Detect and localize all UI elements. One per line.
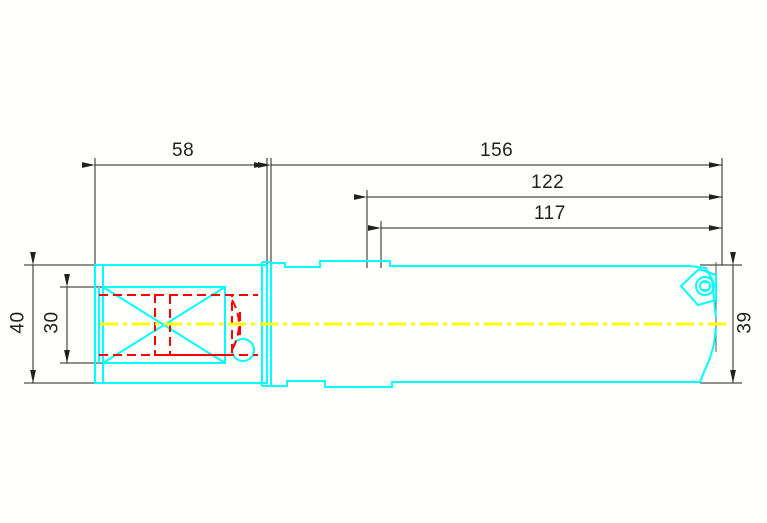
dim-label-122: 122 xyxy=(531,172,565,193)
shank-top-profile xyxy=(271,260,690,268)
hidden-plug-nose xyxy=(231,299,240,351)
horizontal-dimension-lines xyxy=(82,162,722,231)
extension-lines xyxy=(24,158,742,384)
dim-label-58: 58 xyxy=(172,140,195,161)
head-block-outer xyxy=(94,264,268,384)
triangular-insert xyxy=(679,267,717,307)
dim-label-39: 39 xyxy=(734,311,756,334)
insert-screw-outer xyxy=(695,276,715,296)
dim-label-156: 156 xyxy=(480,140,514,161)
dim-label-117: 117 xyxy=(534,203,566,224)
shank-bottom-profile xyxy=(271,380,688,388)
dim-label-40: 40 xyxy=(7,311,29,334)
tip-taper-bottom xyxy=(688,327,717,383)
dim-label-30: 30 xyxy=(41,311,63,334)
vertical-dimension-lines xyxy=(30,252,736,383)
